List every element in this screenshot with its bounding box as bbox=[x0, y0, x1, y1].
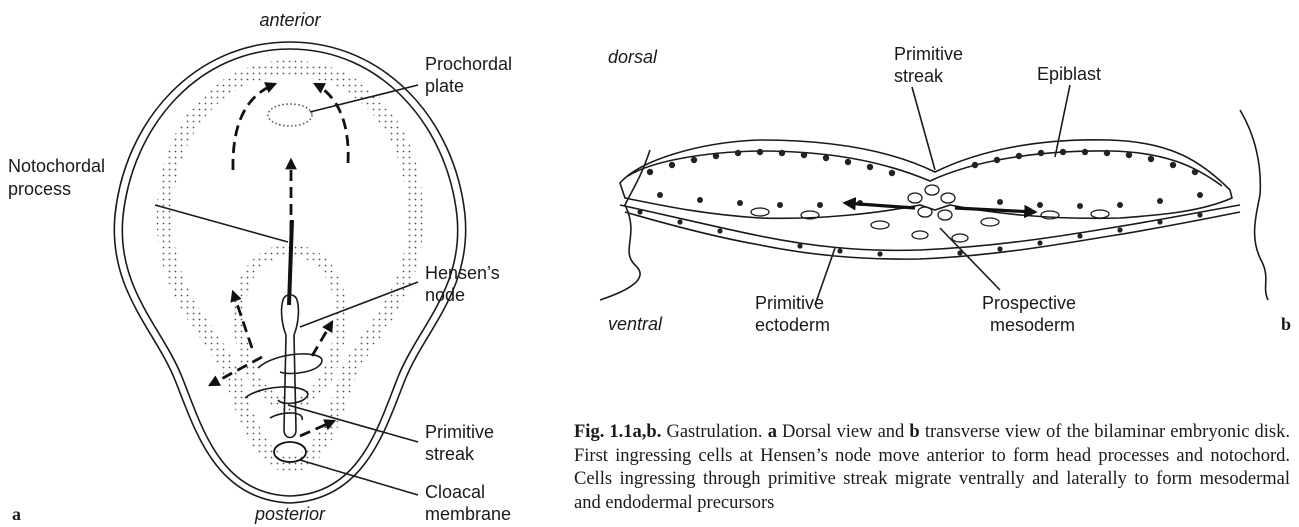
arrow-migrate-right bbox=[955, 208, 1035, 212]
label-streak-a-line2: streak bbox=[425, 444, 475, 464]
caption-ref-a: a bbox=[768, 422, 777, 442]
panel-b-transverse-section: dorsal ventral b Primitive streak Epibla… bbox=[600, 44, 1291, 335]
label-b-epiblast: Epiblast bbox=[1037, 64, 1101, 84]
figure-caption: Fig. 1.1a,b. Gastrulation. a Dorsal view… bbox=[574, 421, 1290, 515]
leader-b-streak bbox=[912, 87, 935, 170]
panel-letter-b: b bbox=[1281, 314, 1291, 334]
primitive-ectoderm-layer bbox=[620, 205, 1240, 250]
label-cloacal-line1: Cloacal bbox=[425, 482, 485, 502]
caption-text-1: Gastrulation. bbox=[661, 422, 767, 442]
label-b-mesoderm-line2: mesoderm bbox=[990, 315, 1075, 335]
caption-text-2: Dorsal view and bbox=[777, 422, 909, 442]
panel-letter-a: a bbox=[12, 504, 21, 524]
caption-ref-b: b bbox=[909, 422, 919, 442]
label-b-ectoderm-line2: ectoderm bbox=[755, 315, 830, 335]
label-b-ectoderm-line1: Primitive bbox=[755, 293, 824, 313]
arrow-migrate-left bbox=[845, 203, 915, 208]
left-membrane-strand bbox=[600, 150, 650, 300]
leader-streak bbox=[288, 405, 418, 442]
label-posterior: posterior bbox=[254, 504, 326, 524]
label-b-streak-line1: Primitive bbox=[894, 44, 963, 64]
label-hensen-line1: Hensen’s bbox=[425, 263, 500, 283]
leader-b-mesoderm bbox=[940, 228, 1000, 290]
label-dorsal: dorsal bbox=[608, 47, 658, 67]
caption-prefix: Fig. 1.1a,b. bbox=[574, 422, 661, 442]
leader-b-epiblast bbox=[1055, 85, 1070, 157]
migrating-mesoderm-cells bbox=[751, 185, 1109, 242]
streak-swirl-upper bbox=[258, 354, 322, 374]
arrow-right-curve bbox=[315, 84, 348, 163]
prochordal-plate-shape bbox=[268, 104, 312, 126]
label-notochordal-line1: Notochordal bbox=[8, 156, 105, 176]
right-membrane-strand bbox=[1240, 110, 1268, 300]
primitive-ectoderm-inner bbox=[625, 212, 1240, 259]
arrow-node-right bbox=[312, 322, 332, 356]
label-cloacal-line2: membrane bbox=[425, 504, 511, 524]
label-notochordal-line2: process bbox=[8, 179, 71, 199]
label-prochordal-line2: plate bbox=[425, 76, 464, 96]
label-b-streak-line2: streak bbox=[894, 66, 944, 86]
label-hensen-line2: node bbox=[425, 285, 465, 305]
arrow-left-curve bbox=[233, 84, 275, 170]
label-ventral: ventral bbox=[608, 314, 663, 334]
leader-cloacal bbox=[300, 460, 418, 495]
streak-swirl-lower bbox=[270, 413, 302, 420]
primitive-streak-shape bbox=[282, 295, 299, 438]
label-prochordal-line1: Prochordal bbox=[425, 54, 512, 74]
label-streak-a-line1: Primitive bbox=[425, 422, 494, 442]
label-b-mesoderm-line1: Prospective bbox=[982, 293, 1076, 313]
panel-a-embryo-diagram: anterior posterior a Prochordal plate No… bbox=[8, 10, 512, 524]
notochordal-process-line bbox=[289, 220, 292, 305]
label-anterior: anterior bbox=[259, 10, 321, 30]
leader-notochordal bbox=[155, 205, 288, 242]
